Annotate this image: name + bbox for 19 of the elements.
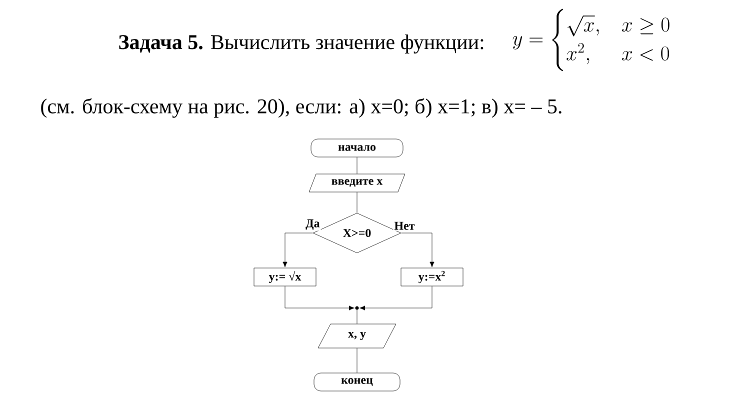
connector bbox=[282, 232, 313, 268]
connector bbox=[356, 310, 358, 324]
connector bbox=[356, 192, 358, 213]
io-parallelogram: x, y bbox=[318, 324, 396, 348]
process-box: y:=x$^{2}$ bbox=[400, 268, 464, 286]
connector bbox=[401, 232, 434, 268]
process-box: y:= √x bbox=[254, 268, 316, 286]
terminal-box: конец bbox=[314, 372, 400, 392]
connector bbox=[284, 286, 354, 310]
io-parallelogram: введите x bbox=[308, 174, 406, 192]
formula: $y = \begin{cases} \sqrt{x}, & x \ge 0 \\ x^{2}, & x < 0 \end{cases}$ bbox=[512, 8, 670, 72]
edge-label: Да bbox=[304, 218, 321, 231]
edge-label: Нет bbox=[393, 220, 416, 231]
connector bbox=[356, 348, 358, 373]
text-line: (см. блок-схему на рис. 20), если: а) x=0; б) x=1; в) x= – 5. bbox=[41, 98, 562, 118]
heading: Задача 5. Вычислить значение функции: bbox=[119, 34, 484, 54]
connector bbox=[360, 286, 432, 310]
connector bbox=[356, 157, 358, 174]
terminal-box: начало bbox=[310, 138, 404, 158]
